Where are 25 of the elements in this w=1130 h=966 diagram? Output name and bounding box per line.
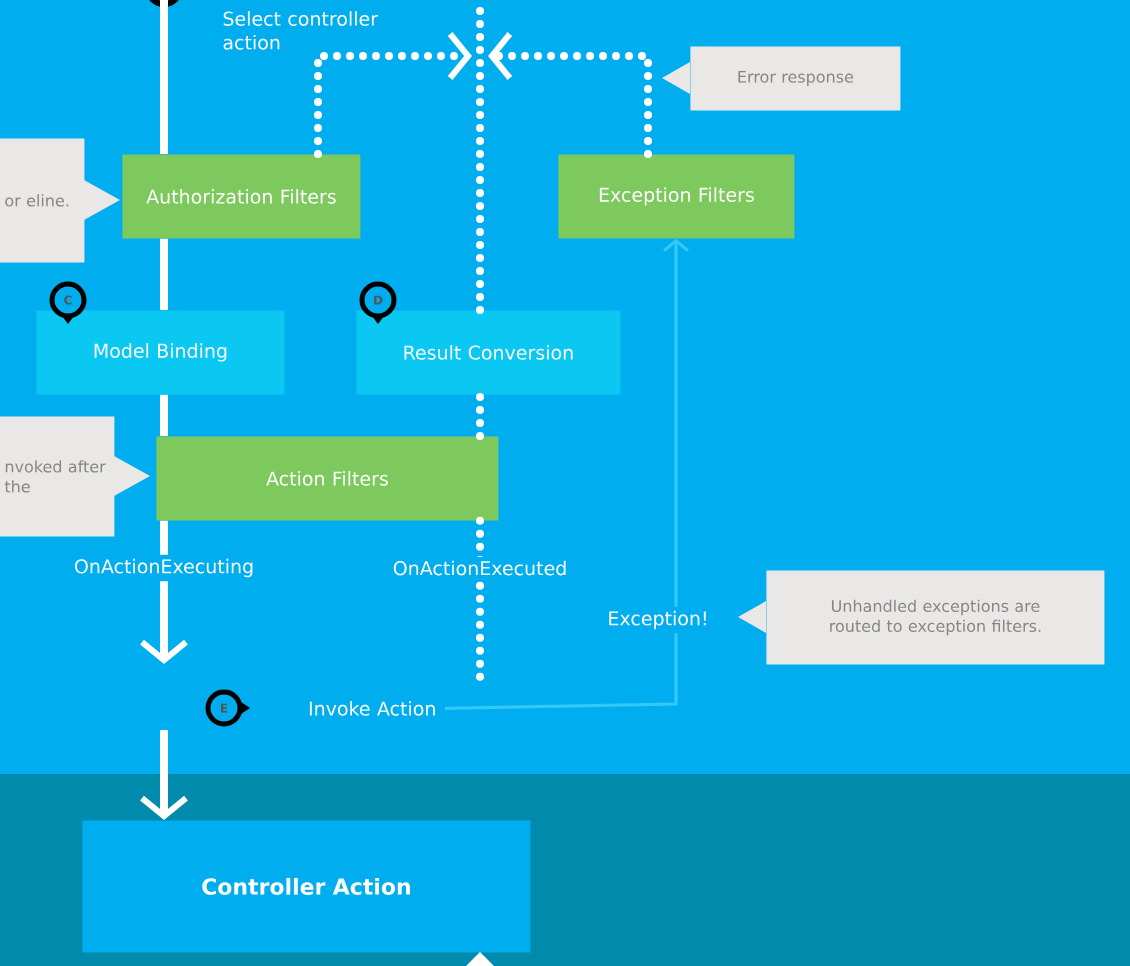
process-box: Result Conversion [356,310,621,395]
dotted-line [476,390,484,440]
arrow [140,520,188,664]
edge-label: OnActionExecuting [69,554,259,582]
dotted-line [476,516,484,684]
action-box: Controller Action [82,820,531,953]
arrow [314,32,472,158]
step-label: Select controller action [223,11,378,50]
connector-line [160,0,168,154]
arrow [444,238,689,710]
callout: Unhandled exceptions are routed to exception filters. [738,570,1105,665]
process-box: Model Binding [36,310,285,395]
callout: nvoked after the [0,416,150,537]
connector-line [160,238,168,310]
callout: Error response [662,46,901,111]
connector-line [160,394,168,436]
arrow [140,730,188,820]
step-label: Invoke Action [309,701,435,716]
filter-box: Action Filters [156,436,499,521]
callout: or eline. [0,138,120,263]
edge-label: Exception! [603,606,713,634]
arrow [488,32,652,158]
filter-box: Exception Filters [558,154,795,239]
edge-label: OnActionExecuted [388,556,572,580]
filter-box: Authorization Filters [122,154,361,239]
